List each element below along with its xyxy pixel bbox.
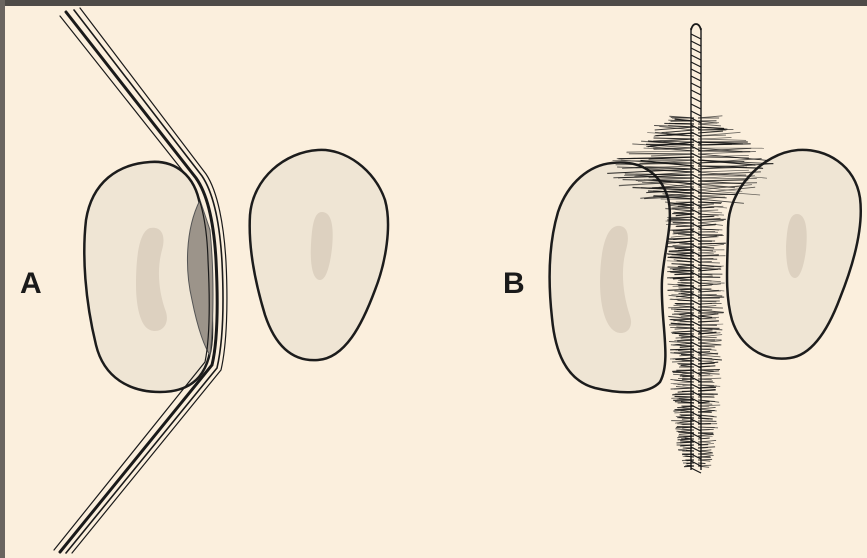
panel-label-a: A: [20, 269, 42, 299]
panel-b: [550, 24, 861, 473]
panel-a: [54, 8, 388, 553]
panel-label-b: B: [503, 269, 525, 299]
